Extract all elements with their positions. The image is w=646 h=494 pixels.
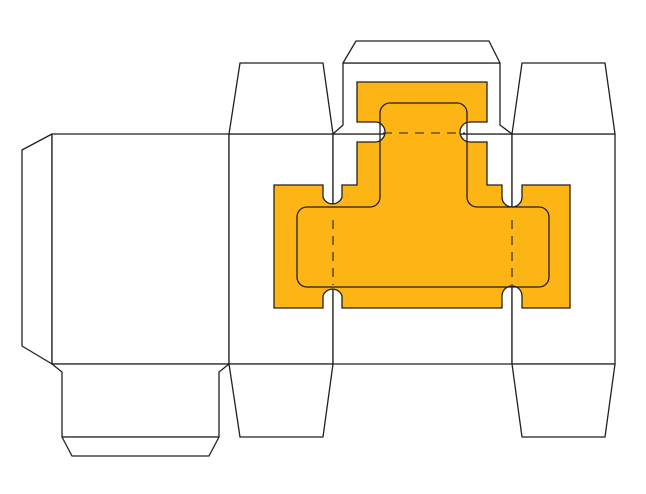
bottom-dust-flap-right xyxy=(511,363,616,438)
panel-1 xyxy=(51,133,230,365)
insert-inner-outline xyxy=(296,102,550,288)
bottom-dust-flap-left xyxy=(228,363,334,438)
bottom-tuck-flap xyxy=(51,363,230,438)
insert xyxy=(273,81,571,309)
bottom-tuck-tab xyxy=(61,436,220,457)
glue-flap xyxy=(21,133,53,365)
insert-outline xyxy=(273,81,571,309)
top-dust-flap-left xyxy=(228,62,334,135)
top-tuck-tab xyxy=(342,40,501,64)
top-dust-flap-right xyxy=(511,62,616,135)
